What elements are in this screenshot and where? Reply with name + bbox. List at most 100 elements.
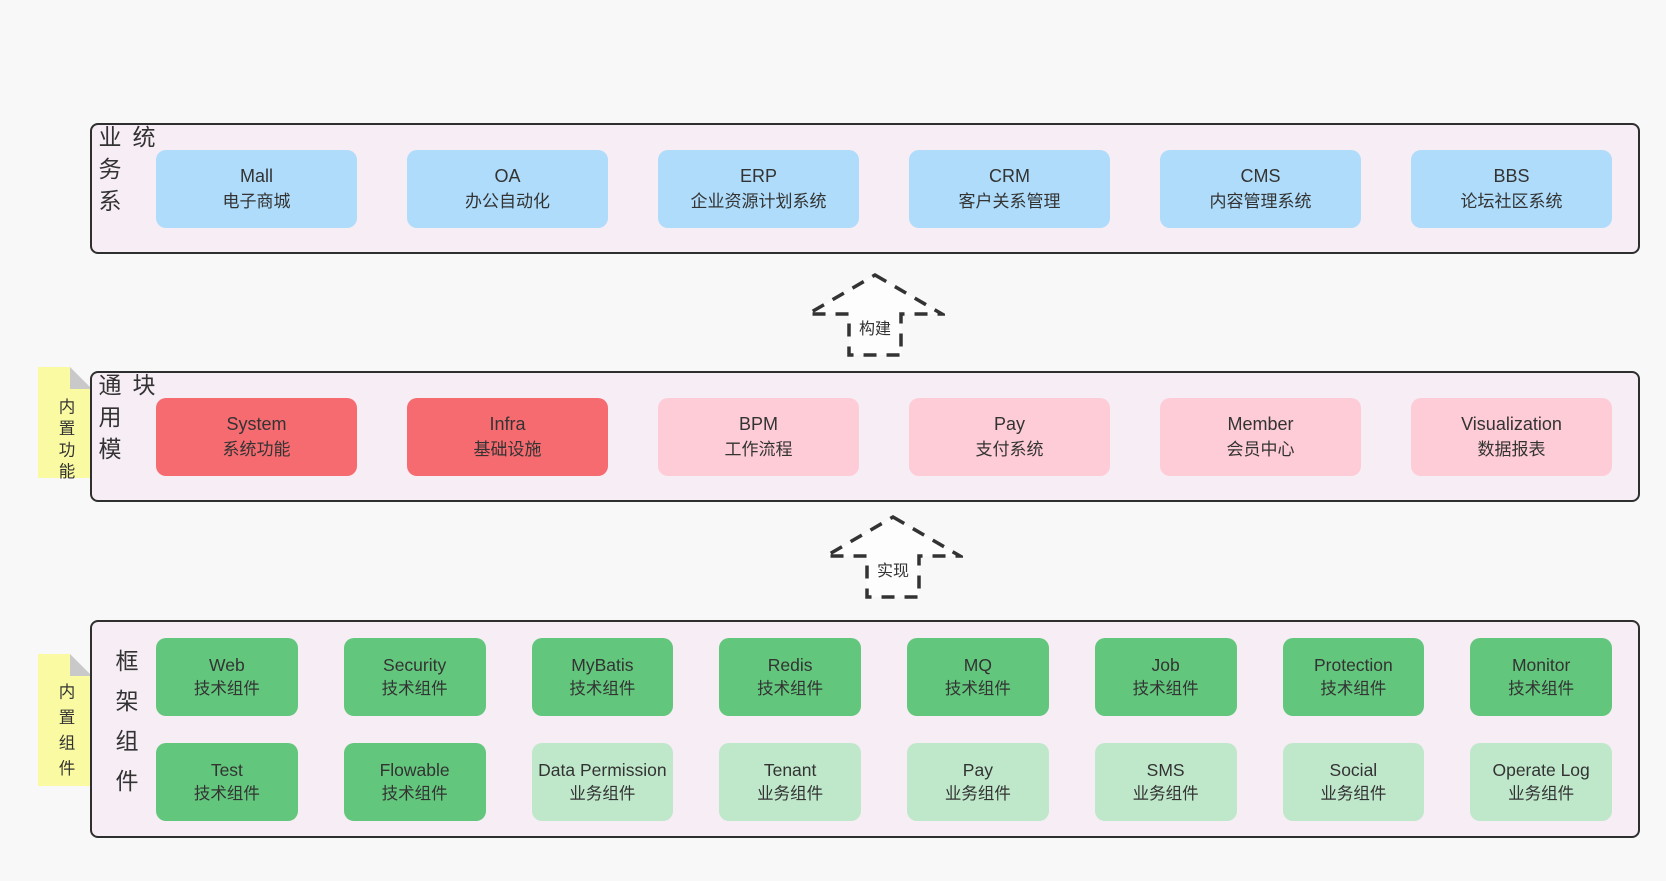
box-subtitle: 技术组件 [381, 679, 448, 698]
module-box-infra: Infra 基础设施 [407, 397, 608, 476]
framework-grid-row-1: Web 技术组件 Security 技术组件 MyBatis 技术组件 Redi… [156, 637, 1612, 716]
box-subtitle: 技术组件 [1132, 679, 1199, 698]
box-title: Operate Log [1492, 759, 1590, 780]
box-subtitle: 业务组件 [757, 784, 824, 803]
box-title: Monitor [1511, 654, 1571, 675]
box-subtitle: 系统功能 [222, 439, 291, 459]
build-arrow: 构建 [805, 272, 945, 358]
box-title: CRM [989, 165, 1030, 186]
box-title: Mall [239, 165, 273, 186]
framework-grid-row-2: Test 技术组件 Flowable 技术组件 Data Permission … [156, 742, 1612, 821]
box-title: Social [1329, 759, 1378, 780]
box-title: Member [1227, 413, 1294, 434]
box-title: Security [383, 654, 447, 675]
module-box-bpm: BPM 工作流程 [658, 397, 859, 476]
box-subtitle: 业务组件 [1508, 784, 1575, 803]
component-box-tenant: Tenant 业务组件 [719, 742, 861, 821]
sticky-note-label: 内置组件 [56, 683, 74, 785]
box-title: SMS [1146, 759, 1185, 780]
box-subtitle: 技术组件 [193, 679, 260, 698]
box-subtitle: 业务组件 [1320, 784, 1387, 803]
component-box-test: Test 技术组件 [156, 742, 298, 821]
box-title: Pay [962, 759, 993, 780]
box-title: CMS [1240, 165, 1281, 186]
component-box-social: Social 业务组件 [1282, 742, 1425, 821]
box-title: Test [210, 759, 243, 780]
box-title: ERP [739, 165, 777, 186]
box-title: Web [209, 654, 245, 675]
box-subtitle: 客户关系管理 [958, 191, 1061, 211]
framework-grid: Web 技术组件 Security 技术组件 MyBatis 技术组件 Redi… [146, 622, 1638, 836]
component-box-data-permission: Data Permission 业务组件 [531, 742, 674, 821]
system-box-erp: ERP 企业资源计划系统 [658, 149, 859, 228]
box-title: System [226, 413, 287, 434]
system-box-crm: CRM 客户关系管理 [909, 149, 1110, 228]
box-title: Job [1151, 654, 1180, 675]
component-box-protection: Protection 技术组件 [1282, 637, 1425, 716]
component-box-flowable: Flowable 技术组件 [343, 742, 486, 821]
module-box-member: Member 会员中心 [1160, 397, 1361, 476]
box-title: Data Permission [538, 759, 667, 780]
layer-label-business: 业务系统 [95, 125, 155, 221]
layer-label-modules: 通用模块 [95, 373, 155, 469]
box-subtitle: 技术组件 [193, 784, 260, 803]
box-title: Pay [993, 413, 1026, 434]
implement-arrow-label: 实现 [872, 557, 914, 581]
box-title: Redis [767, 654, 813, 675]
box-title: MyBatis [571, 654, 634, 675]
module-box-visualization: Visualization 数据报表 [1411, 397, 1612, 476]
component-box-redis: Redis 技术组件 [719, 637, 861, 716]
sticky-note-builtin-features: 内置功能 [38, 367, 92, 484]
component-box-mybatis: MyBatis 技术组件 [531, 637, 674, 716]
component-box-operate-log: Operate Log 业务组件 [1470, 742, 1612, 821]
sticky-note-builtin-components: 内置组件 [38, 654, 92, 786]
box-subtitle: 业务组件 [944, 784, 1011, 803]
framework-components-layer: 框架组件 Web 技术组件 Security 技术组件 MyBatis 技术组件… [90, 620, 1640, 838]
system-box-cms: CMS 内容管理系统 [1160, 149, 1361, 228]
implement-arrow: 实现 [823, 514, 963, 600]
box-title: BBS [1493, 165, 1530, 186]
box-title: Tenant [763, 759, 817, 780]
module-box-pay: Pay 支付系统 [909, 397, 1110, 476]
box-subtitle: 支付系统 [975, 439, 1044, 459]
box-title: Flowable [379, 759, 450, 780]
business-box-row: Mall 电子商城 OA 办公自动化 ERP 企业资源计划系统 CRM 客户关系… [146, 125, 1638, 252]
component-box-web: Web 技术组件 [156, 637, 298, 716]
module-box-system: System 系统功能 [156, 397, 357, 476]
box-subtitle: 企业资源计划系统 [690, 191, 827, 211]
box-subtitle: 基础设施 [473, 439, 542, 459]
box-subtitle: 会员中心 [1226, 439, 1295, 459]
system-box-mall: Mall 电子商城 [156, 149, 357, 228]
box-subtitle: 技术组件 [757, 679, 824, 698]
component-box-pay: Pay 业务组件 [907, 742, 1049, 821]
box-subtitle: 内容管理系统 [1209, 191, 1312, 211]
box-subtitle: 电子商城 [222, 191, 291, 211]
box-subtitle: 技术组件 [1320, 679, 1387, 698]
build-arrow-label: 构建 [854, 315, 896, 339]
system-box-oa: OA 办公自动化 [407, 149, 608, 228]
component-box-job: Job 技术组件 [1094, 637, 1237, 716]
box-subtitle: 工作流程 [724, 439, 793, 459]
layer-label-framework: 框架组件 [112, 649, 138, 809]
system-box-bbs: BBS 论坛社区系统 [1411, 149, 1612, 228]
box-title: Infra [489, 413, 526, 434]
component-box-security: Security 技术组件 [343, 637, 486, 716]
sticky-note-label: 内置功能 [56, 398, 74, 484]
box-title: Protection [1313, 654, 1393, 675]
box-subtitle: 技术组件 [569, 679, 636, 698]
component-box-mq: MQ 技术组件 [907, 637, 1049, 716]
box-subtitle: 技术组件 [944, 679, 1011, 698]
box-subtitle: 技术组件 [1508, 679, 1575, 698]
box-subtitle: 业务组件 [1132, 784, 1199, 803]
box-subtitle: 论坛社区系统 [1460, 191, 1563, 211]
box-title: BPM [738, 413, 778, 434]
box-subtitle: 业务组件 [569, 784, 636, 803]
box-title: Visualization [1461, 413, 1562, 434]
box-subtitle: 数据报表 [1477, 439, 1546, 459]
common-modules-layer: 通用模块 System 系统功能 Infra 基础设施 BPM 工作流程 Pay… [90, 371, 1640, 502]
box-title: MQ [963, 654, 992, 675]
component-box-monitor: Monitor 技术组件 [1470, 637, 1612, 716]
modules-box-row: System 系统功能 Infra 基础设施 BPM 工作流程 Pay 支付系统… [146, 373, 1638, 500]
box-title: OA [494, 165, 521, 186]
